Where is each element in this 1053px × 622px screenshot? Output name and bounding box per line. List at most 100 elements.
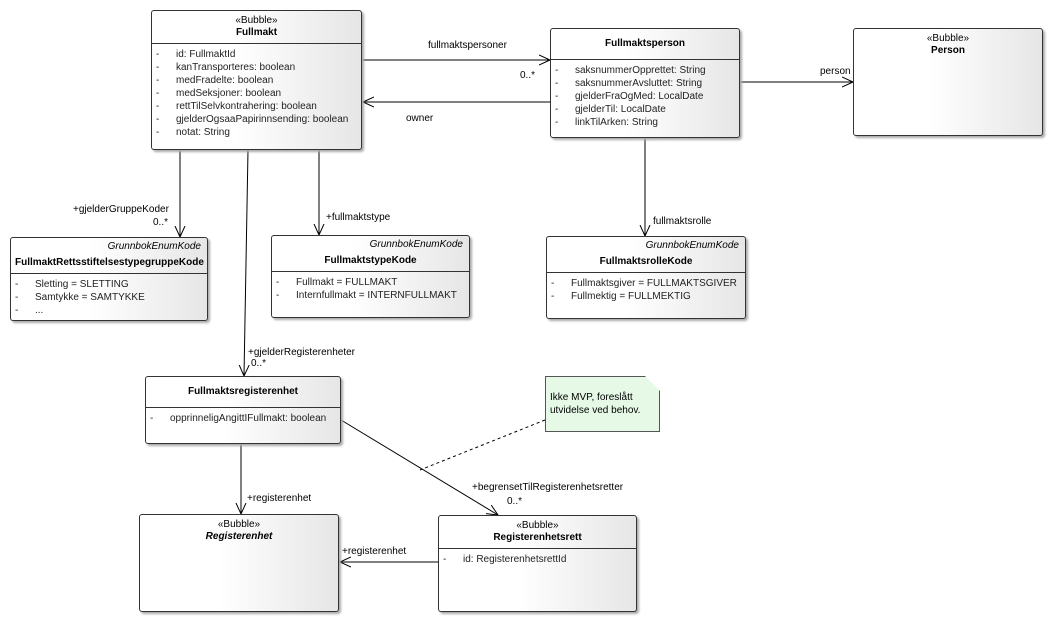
multiplicity: 0..*: [507, 496, 523, 507]
stereotype: «Bubble»: [926, 33, 970, 44]
attribute: - Fullmektig = FULLMEKTIG: [551, 290, 745, 303]
attribute-text: id: RegisterenhetsrettId: [463, 554, 567, 565]
attribute: - kanTransporteres: boolean: [156, 61, 361, 74]
role-label: +begrensetTilRegisterenhetsretter: [472, 482, 624, 493]
class-fullmaktsregisterenhet[interactable]: Fullmaktsregisterenhet - opprinneligAngit…: [145, 376, 341, 444]
class-registerenhet[interactable]: «Bubble»Registerenhet: [139, 514, 339, 612]
visibility-marker: -: [15, 279, 19, 290]
visibility-marker: -: [156, 101, 160, 112]
attribute: - notat: String: [156, 126, 361, 139]
visibility-marker: -: [156, 49, 160, 60]
visibility-marker: -: [15, 305, 19, 316]
attribute: - Fullmakt = FULLMAKT: [276, 276, 469, 289]
attribute: - medFradelte: boolean: [156, 74, 361, 87]
attribute: -linkTilArken: String: [555, 116, 739, 129]
attribute: - gjelderFraOgMed: LocalDate: [555, 90, 739, 103]
visibility-marker: -: [443, 554, 447, 565]
role-label: +gjelderGruppeKoder: [73, 204, 169, 215]
visibility-marker: -: [156, 127, 160, 138]
attribute: -gjelderTil: LocalDate: [555, 103, 739, 116]
attribute-text: Samtykke = SAMTYKKE: [35, 292, 145, 303]
visibility-marker: -: [555, 91, 559, 102]
class-registerenhetsrett[interactable]: «Bubble»Registerenhetsrett -id: Register…: [438, 515, 637, 612]
visibility-marker: -: [276, 277, 280, 288]
assoc-begrensettil: [340, 419, 498, 515]
attribute-text: gjelderTil: LocalDate: [575, 104, 666, 115]
attribute-text: linkTilArken: String: [575, 117, 658, 128]
visibility-marker: -: [551, 278, 555, 289]
visibility-marker: -: [555, 65, 559, 76]
attribute: - Sletting = SLETTING: [15, 278, 207, 291]
role-label: +gjelderRegisterenheter: [248, 347, 356, 358]
multiplicity: 0..*: [251, 358, 267, 369]
attribute: - id: FullmaktId: [156, 48, 361, 61]
class-person[interactable]: «Bubble»Person: [853, 28, 1043, 136]
multiplicity: 0..*: [153, 217, 169, 228]
role-label: +registerenhet: [342, 546, 407, 557]
class-fullmakt[interactable]: «Bubble»Fullmakt - id: FullmaktId - kanTran…: [151, 10, 362, 150]
attribute-text: gjelderFraOgMed: LocalDate: [575, 91, 704, 102]
attribute-text: id: FullmaktId: [176, 49, 236, 60]
class-name: Person: [931, 45, 965, 56]
attribute: - Samtykke = SAMTYKKE: [15, 291, 207, 304]
visibility-marker: -: [156, 88, 160, 99]
visibility-marker: -: [551, 291, 555, 302]
stereotype: «Bubble»: [217, 519, 261, 530]
attribute-text: Fullmektig = FULLMEKTIG: [571, 291, 691, 302]
visibility-marker: -: [15, 292, 19, 303]
role-label: +registerenhet: [247, 493, 312, 504]
multiplicity: 0..*: [520, 70, 536, 81]
class-name: FullmaktRettsstiftelsestypegruppeKode: [15, 257, 204, 268]
visibility-marker: -: [156, 75, 160, 86]
attribute: - id: RegisterenhetsrettId: [443, 553, 636, 566]
attribute: - Fullmaktsgiver = FULLMAKTSGIVER: [551, 277, 745, 290]
visibility-marker: -: [276, 290, 280, 301]
attribute: - medSeksjoner: boolean: [156, 87, 361, 100]
attribute-text: medSeksjoner: boolean: [176, 88, 282, 99]
class-name: Fullmakt: [235, 27, 278, 38]
enum-stereotype: GrunnbokEnumKode: [369, 239, 463, 250]
attribute-text: notat: String: [176, 127, 230, 138]
role-label: fullmaktsrolle: [653, 216, 712, 227]
role-label: person: [820, 66, 851, 77]
attribute-text: Internfullmakt = INTERNFULLMAKT: [296, 290, 457, 301]
attribute-text: Fullmakt = FULLMAKT: [296, 277, 398, 288]
attribute-text: opprinneligAngittIFullmakt: boolean: [170, 413, 327, 424]
attribute-text: saksnummerAvsluttet: String: [575, 78, 703, 89]
enum-stereotype: GrunnbokEnumKode: [107, 241, 201, 252]
enum-stereotype: GrunnbokEnumKode: [645, 240, 739, 251]
attribute: -saksnummerAvsluttet: String: [555, 77, 739, 90]
class-name: Registerenhet: [205, 531, 273, 542]
attribute: -...: [15, 304, 207, 317]
stereotype: «Bubble»: [235, 15, 278, 26]
assoc-gjelderregisterenheter: [244, 149, 248, 376]
class-fullmaktsperson[interactable]: Fullmaktsperson - saksnummerOpprettet: St…: [550, 28, 740, 138]
note: Ikke MVP, foreslått utvidelse ved behov.: [545, 376, 660, 432]
attribute-text: Sletting = SLETTING: [35, 279, 129, 290]
attribute-text: gjelderOgsaaPapirinnsending: boolean: [176, 114, 349, 125]
attribute-text: saksnummerOpprettet: String: [575, 65, 706, 76]
visibility-marker: -: [156, 114, 160, 125]
class-name: Fullmaktsperson: [604, 38, 686, 49]
attribute: - gjelderOgsaaPapirinnsending: boolean: [156, 113, 361, 126]
attribute: - opprinneligAngittIFullmakt: boolean: [150, 412, 340, 425]
class-name: Fullmaktsregisterenhet: [187, 386, 299, 397]
attribute-text: Fullmaktsgiver = FULLMAKTSGIVER: [571, 278, 737, 289]
attribute-text: ...: [35, 305, 44, 316]
role-label: owner: [406, 113, 434, 124]
visibility-marker: -: [156, 62, 160, 73]
stereotype: «Bubble»: [516, 520, 559, 531]
attribute: - saksnummerOpprettet: String: [555, 64, 739, 77]
attribute-text: medFradelte: boolean: [176, 75, 274, 86]
attribute: - rettTilSelvkontrahering: boolean: [156, 100, 361, 113]
visibility-marker: -: [150, 413, 154, 424]
role-label: fullmaktspersoner: [428, 40, 507, 51]
note-link: [419, 419, 546, 471]
attribute-text: kanTransporteres: boolean: [176, 62, 296, 73]
attribute-text: rettTilSelvkontrahering: boolean: [176, 101, 317, 112]
role-label: +fullmaktstype: [326, 212, 391, 223]
